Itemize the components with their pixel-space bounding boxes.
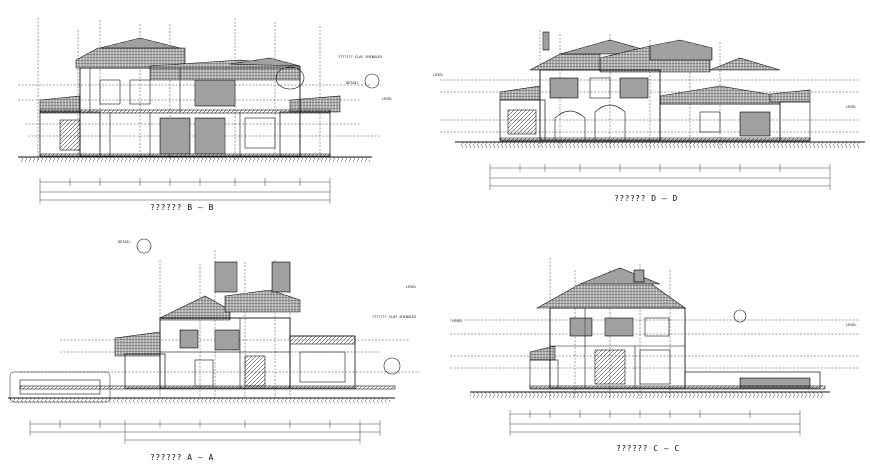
dd-level-tag-right: LEVEL — [846, 105, 857, 109]
bb-roof-note: ??????? CLAY SHINGLES — [338, 55, 382, 59]
caption-section-cc: ?????? C – C — [616, 444, 680, 453]
bb-detail-tag: DETAIL — [346, 81, 359, 85]
section-dd — [440, 30, 865, 190]
section-bb — [18, 18, 380, 204]
dd-level-tag: LEVEL — [433, 73, 444, 77]
section-aa — [8, 238, 420, 444]
caption-section-bb: ?????? B – B — [150, 203, 214, 212]
aa-level-tag: LEVEL — [406, 285, 417, 289]
caption-section-dd: ?????? D – D — [614, 194, 678, 203]
aa-detail-tag: DETAIL — [118, 240, 131, 244]
aa-roof-note: ??????? CLAY SHINGLES — [372, 315, 416, 319]
cc-level-tag-right: LEVEL — [846, 323, 857, 327]
section-cc — [450, 258, 860, 436]
caption-section-aa: ?????? A – A — [150, 453, 214, 462]
cc-level-tag: LEVEL — [452, 319, 463, 323]
bb-level-tag: LEVEL — [382, 97, 393, 101]
